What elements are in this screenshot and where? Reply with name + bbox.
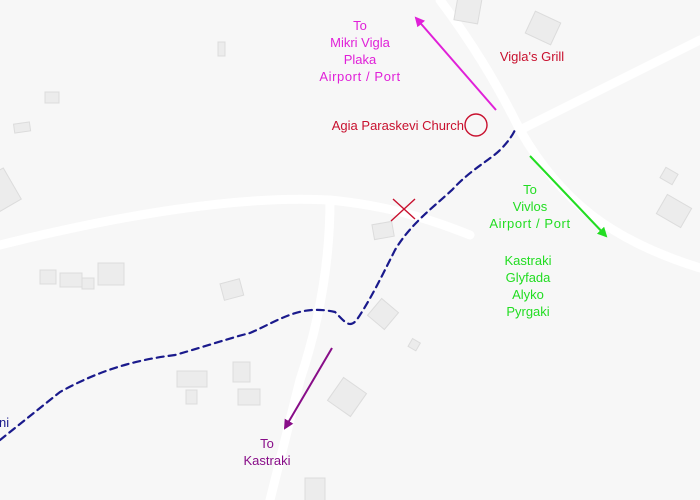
label-line: Mikri Vigla [330,35,390,50]
label-east-destinations: To Vivlos Airport / Port [475,181,585,232]
arrow-south [283,347,333,430]
building [453,0,483,25]
arrow-east [529,155,608,238]
label-line: Kastraki [243,453,291,468]
label-line: To [260,436,274,451]
x-cross-marker-icon[interactable] [390,198,416,222]
building [371,220,395,241]
label-south-destinations: To Kastraki [232,435,302,469]
label-line: Vivlos [512,199,548,214]
building [81,277,95,290]
building [524,10,562,46]
building [185,389,198,405]
label-agia-paraskevi-church: Agia Paraskevi Church [308,117,464,134]
label-east-villages: Kastraki Glyfada Alyko Pyrgaki [488,252,568,320]
building [407,337,422,352]
building [219,278,245,301]
building [237,388,261,406]
label-line: Agia Paraskevi Church [331,118,464,133]
label-line: To [523,182,537,197]
building [0,167,22,213]
label-line: Plaka [343,52,377,67]
building [12,121,32,134]
building [232,361,251,383]
label-edge-fragment: ni [0,414,13,431]
label-viglas-grill: Vigla's Grill [487,48,577,65]
road-south [265,195,335,500]
label-line: To [353,18,367,33]
building [217,41,226,57]
label-line: Kastraki [504,253,552,268]
building [176,370,208,388]
road-main [435,0,700,273]
building [659,166,679,186]
label-north-destinations: To Mikri Vigla Plaka Airport / Port [300,17,420,85]
label-line: Pyrgaki [506,304,550,319]
road-north-east [515,35,700,135]
arrow-north [414,16,497,111]
building [366,297,400,331]
label-line: Airport / Port [489,216,571,231]
building [59,272,83,288]
building [304,477,326,500]
building [44,91,60,104]
building [655,193,693,229]
label-line: Airport / Port [319,69,401,84]
road-west [0,194,475,250]
walking-trail [0,128,517,442]
label-line: Vigla's Grill [499,49,565,64]
building [39,269,57,285]
label-line: Alyko [512,287,544,302]
circle-marker-icon[interactable] [464,113,488,137]
building [326,376,368,418]
label-line: Glyfada [505,270,551,285]
building [97,262,125,286]
label-line: ni [0,415,10,430]
